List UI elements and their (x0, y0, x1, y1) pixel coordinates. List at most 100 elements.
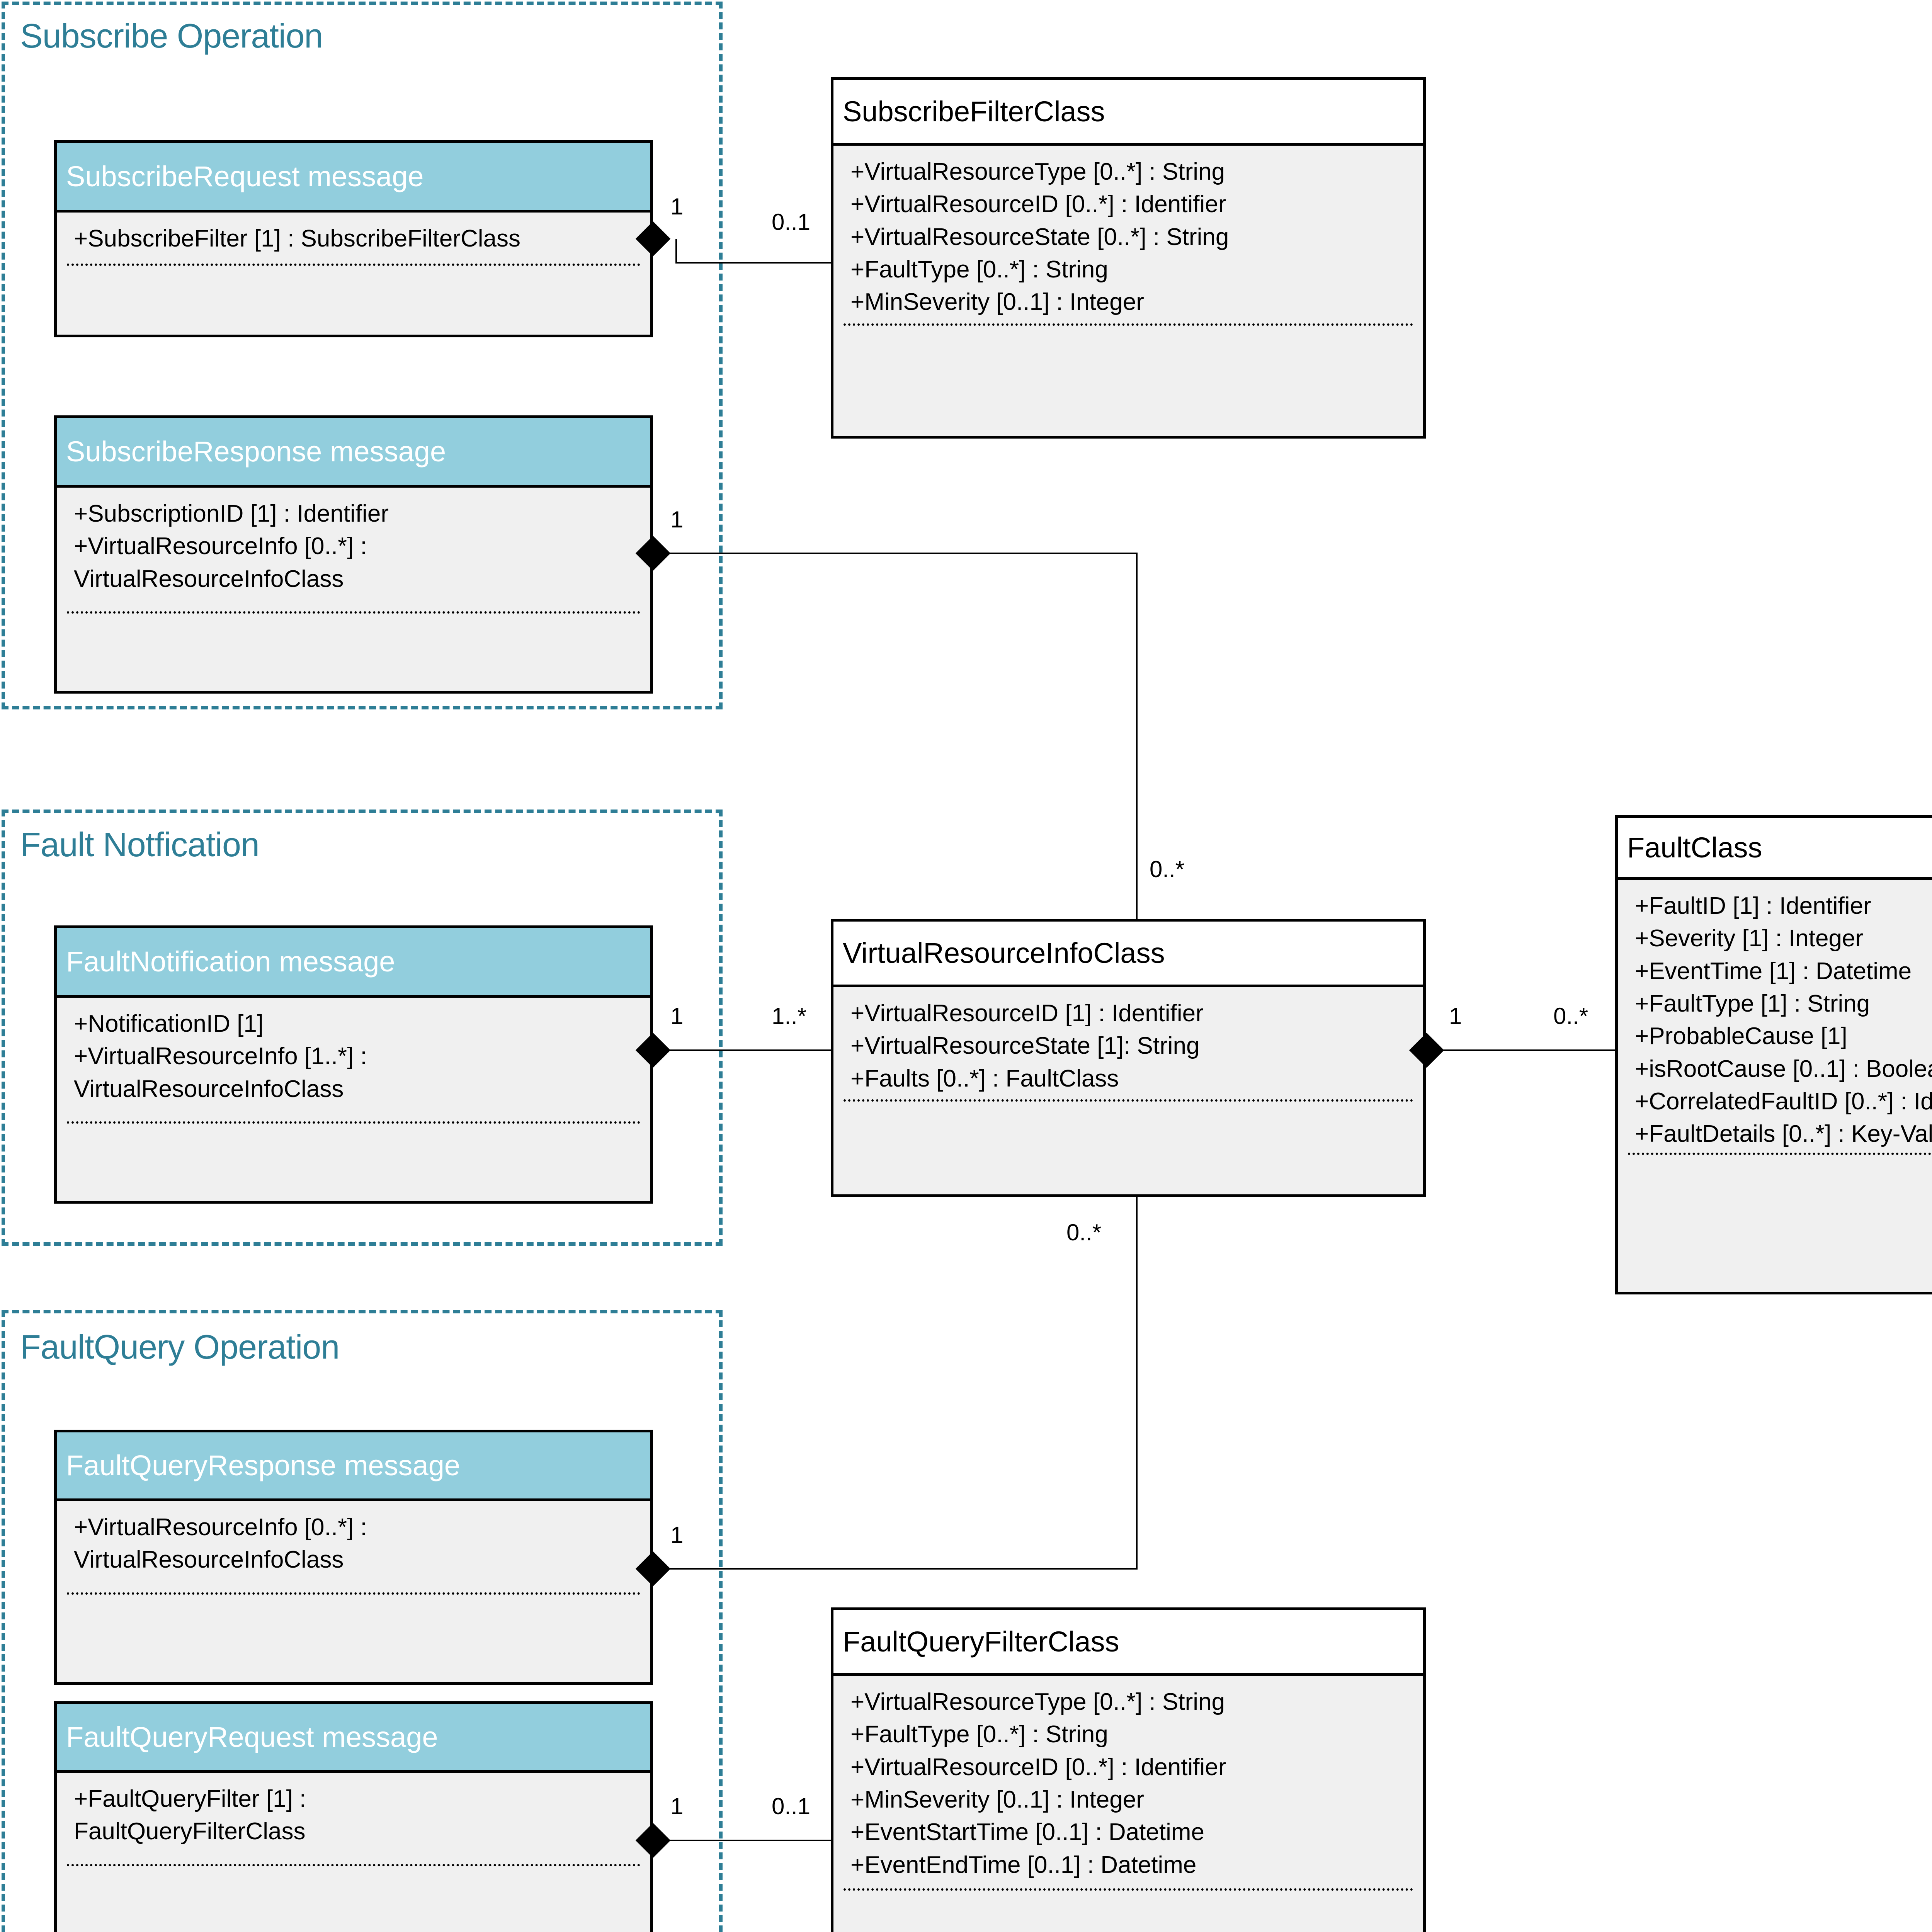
attribute: +VirtualResourceInfo [1..*] : (74, 1043, 367, 1070)
attribute: +VirtualResourceState [0..*] : String (850, 223, 1229, 250)
box-header-virtual-resource-info-class: VirtualResourceInfoClass (833, 922, 1423, 987)
multiplicity-source: 1 (670, 1522, 684, 1548)
attribute: +MinSeverity [0..1] : Integer (850, 289, 1144, 316)
group-title-fault-notification: Fault Notfication (20, 825, 260, 864)
attribute-separator (844, 1099, 1413, 1102)
attribute-separator (844, 323, 1413, 326)
attribute: +VirtualResourceState [1]: String (850, 1032, 1200, 1060)
attribute-separator (67, 1592, 640, 1595)
connector-horizontal-subscribe-request (675, 262, 832, 264)
attribute-separator (844, 1888, 1413, 1891)
attribute: +FaultType [0..*] : String (850, 1721, 1108, 1748)
group-faultquery-operation (2, 1310, 723, 1932)
attribute: +FaultQueryFilter [1] : (74, 1786, 306, 1812)
connector-vertical-subscribe-response (1136, 553, 1138, 919)
group-subscribe-operation (2, 2, 723, 709)
box-title: FaultQueryRequest message (66, 1721, 438, 1753)
attribute: +SubscribeFilter [1] : SubscribeFilterCl… (74, 225, 521, 252)
attribute: +VirtualResourceID [1] : Identifier (850, 1000, 1204, 1027)
box-header-subscribe-filter-class: SubscribeFilterClass (833, 80, 1423, 146)
connector-horizontal-subscribe-response (665, 553, 1138, 554)
box-title: FaultQueryResponse message (66, 1449, 461, 1481)
attribute: +Severity [1] : Integer (1635, 925, 1864, 952)
box-fault-notification[interactable]: FaultNotification message +NotificationI… (54, 925, 653, 1204)
attribute: +VirtualResourceInfo [0..*] : (74, 533, 367, 560)
connector-horizontal-faultquery-response (665, 1568, 1138, 1570)
box-header-subscribe-request: SubscribeRequest message (57, 143, 650, 213)
attribute: +VirtualResourceID [0..*] : Identifier (850, 191, 1226, 218)
attribute: +FaultType [1] : String (1635, 990, 1870, 1017)
box-body-fault-class: +FaultID [1] : Identifier +Severity [1] … (1618, 880, 1932, 1292)
attribute-separator (67, 611, 640, 614)
attribute: +CorrelatedFaultID [0..*] : Identifier (1635, 1088, 1932, 1115)
box-body-subscribe-response: +SubscriptionID [1] : Identifier +Virtua… (57, 488, 650, 691)
attribute-separator (67, 1864, 640, 1866)
box-title: FaultClass (1627, 831, 1762, 864)
attribute-separator (67, 1121, 640, 1124)
connector-horizontal-virtual-resource-info (1439, 1049, 1617, 1051)
attribute: VirtualResourceInfoClass (74, 565, 344, 592)
box-header-subscribe-response: SubscribeResponse message (57, 418, 650, 488)
box-subscribe-filter-class[interactable]: SubscribeFilterClass +VirtualResourceTyp… (831, 77, 1426, 439)
box-header-faultquery-request: FaultQueryRequest message (57, 1704, 650, 1773)
attribute: +isRootCause [0..1] : Boolean (1635, 1055, 1932, 1082)
box-subscribe-request[interactable]: SubscribeRequest message +SubscribeFilte… (54, 140, 653, 337)
attribute: +NotificationID [1] (74, 1010, 264, 1037)
box-header-fault-class: FaultClass (1618, 818, 1932, 880)
box-body-subscribe-filter-class: +VirtualResourceType [0..*] : String +Vi… (833, 146, 1423, 436)
group-title-faultquery-operation: FaultQuery Operation (20, 1328, 340, 1366)
connector-horizontal-faultquery-request (665, 1840, 832, 1841)
attribute: +FaultDetails [0..*] : Key-Value pairs (1635, 1121, 1932, 1148)
box-body-virtual-resource-info-class: +VirtualResourceID [1] : Identifier +Vir… (833, 987, 1423, 1194)
multiplicity-source: 1 (670, 507, 684, 532)
box-title: SubscribeResponse message (66, 435, 446, 468)
attribute: +VirtualResourceInfo [0..*] : (74, 1514, 367, 1541)
multiplicity-target: 0..* (1066, 1219, 1102, 1245)
attribute: +ProbableCause [1] (1635, 1023, 1847, 1050)
box-header-fault-notification: FaultNotification message (57, 928, 650, 998)
connector-horizontal-fault-notification (665, 1049, 832, 1051)
box-body-fault-notification: +NotificationID [1] +VirtualResourceInfo… (57, 998, 650, 1201)
multiplicity-source: 1 (670, 1003, 684, 1029)
box-title: SubscribeRequest message (66, 160, 424, 192)
attribute: +MinSeverity [0..1] : Integer (850, 1786, 1144, 1813)
box-faultquery-request[interactable]: FaultQueryRequest message +FaultQueryFil… (54, 1701, 653, 1932)
box-body-faultquery-filter-class: +VirtualResourceType [0..*] : String +Fa… (833, 1676, 1423, 1932)
attribute: VirtualResourceInfoClass (74, 1546, 344, 1573)
connector-vertical-subscribe-request (675, 239, 677, 263)
multiplicity-target: 1..* (772, 1003, 807, 1029)
box-faultquery-response[interactable]: FaultQueryResponse message +VirtualResou… (54, 1430, 653, 1685)
box-title: FaultNotification message (66, 945, 395, 978)
box-body-faultquery-request: +FaultQueryFilter [1] : FaultQueryFilter… (57, 1773, 650, 1932)
multiplicity-target: 0..* (1150, 856, 1185, 882)
attribute: +Faults [0..*] : FaultClass (850, 1065, 1119, 1092)
attribute: +VirtualResourceID [0..*] : Identifier (850, 1753, 1226, 1781)
attribute-separator (1628, 1153, 1932, 1155)
box-body-faultquery-response: +VirtualResourceInfo [0..*] : VirtualRes… (57, 1501, 650, 1682)
attribute: FaultQueryFilterClass (74, 1818, 306, 1845)
connector-vertical-faultquery-response (1136, 1197, 1138, 1569)
multiplicity-target: 0..1 (772, 1793, 811, 1819)
box-subscribe-response[interactable]: SubscribeResponse message +SubscriptionI… (54, 415, 653, 694)
attribute: +VirtualResourceType [0..*] : String (850, 158, 1225, 185)
box-virtual-resource-info-class[interactable]: VirtualResourceInfoClass +VirtualResourc… (831, 919, 1426, 1197)
box-body-subscribe-request: +SubscribeFilter [1] : SubscribeFilterCl… (57, 213, 650, 335)
box-faultquery-filter-class[interactable]: FaultQueryFilterClass +VirtualResourceTy… (831, 1607, 1426, 1932)
group-title-subscribe-operation: Subscribe Operation (20, 17, 323, 55)
box-title: FaultQueryFilterClass (843, 1625, 1119, 1658)
multiplicity-target: 0..1 (772, 209, 811, 235)
attribute: VirtualResourceInfoClass (74, 1075, 344, 1102)
attribute: +FaultID [1] : Identifier (1635, 893, 1871, 919)
attribute: +FaultType [0..*] : String (850, 256, 1108, 283)
attribute: +EventEndTime [0..1] : Datetime (850, 1851, 1197, 1878)
multiplicity-source: 1 (1449, 1003, 1462, 1029)
multiplicity-source: 1 (670, 1793, 684, 1819)
box-header-faultquery-filter-class: FaultQueryFilterClass (833, 1610, 1423, 1676)
attribute-separator (67, 264, 640, 266)
multiplicity-target: 0..* (1553, 1003, 1588, 1029)
attribute: +VirtualResourceType [0..*] : String (850, 1689, 1225, 1715)
attribute: +SubscriptionID [1] : Identifier (74, 500, 389, 527)
multiplicity-source: 1 (670, 194, 684, 219)
box-fault-class[interactable]: FaultClass +FaultID [1] : Identifier +Se… (1615, 815, 1932, 1294)
